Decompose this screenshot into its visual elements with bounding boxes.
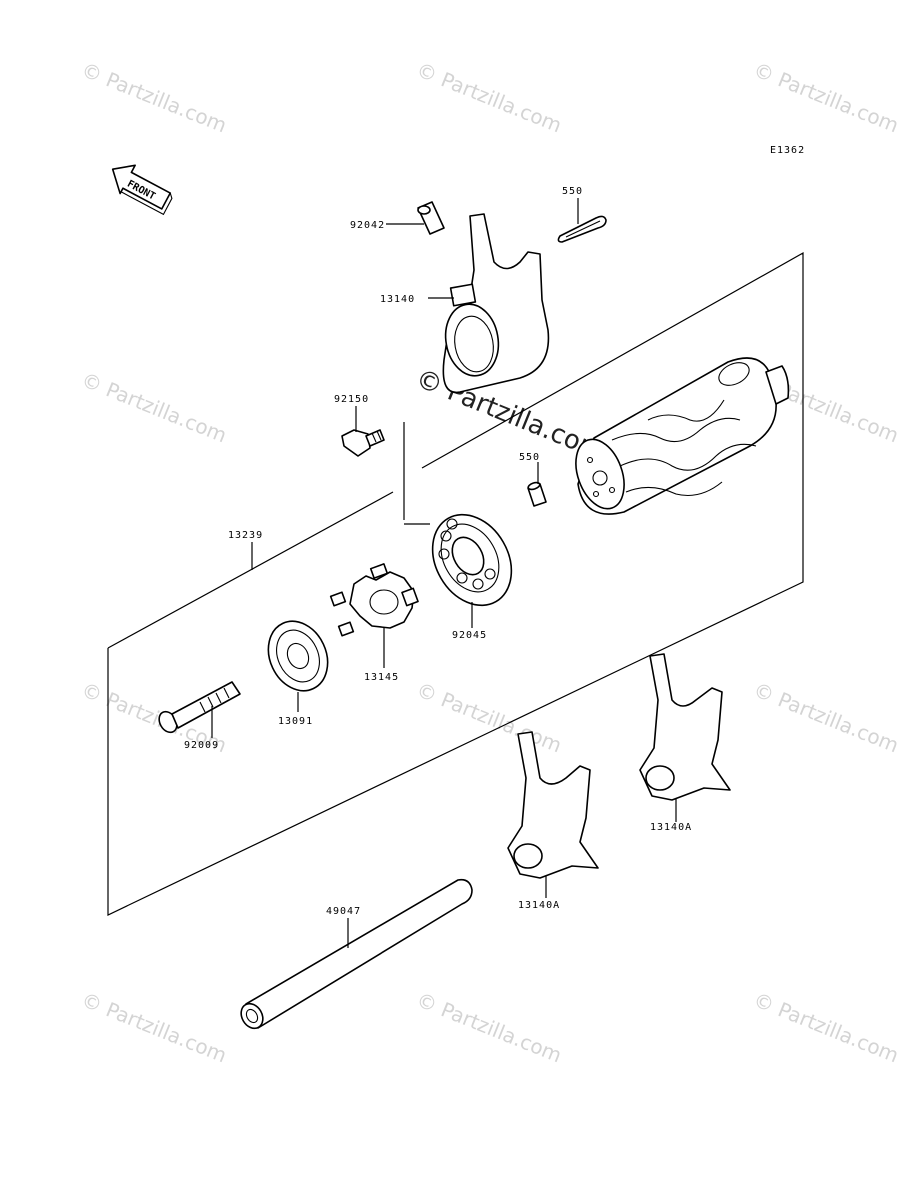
watermark-text: © Partzilla.com (750, 987, 902, 1067)
watermark-text: © Partzilla.com (78, 367, 230, 447)
callout-550-top: 550 (562, 186, 583, 197)
callout-92045: 92045 (452, 630, 487, 641)
callout-13140a-left: 13140A (518, 900, 560, 911)
callout-49047: 49047 (326, 906, 361, 917)
watermark-text: © Partzilla.com (78, 987, 230, 1067)
watermark-text: © Partzilla.com (750, 57, 902, 137)
part-49047-shaft (240, 878, 473, 1030)
callout-13239: 13239 (228, 530, 263, 541)
callout-13145: 13145 (364, 672, 399, 683)
watermark-text: © Partzilla.com (750, 677, 902, 757)
part-92042-pin (386, 201, 445, 235)
part-13140a-shift-fork-right (639, 653, 731, 822)
watermark-text: © Partzilla.com (413, 57, 565, 137)
callout-13091: 13091 (278, 716, 313, 727)
callout-13140: 13140 (380, 294, 415, 305)
part-13140a-shift-fork-left (507, 731, 599, 898)
callout-13140a-right: 13140A (650, 822, 692, 833)
part-shift-drum (575, 357, 790, 515)
callout-92009: 92009 (184, 740, 219, 751)
callout-92042: 92042 (350, 220, 385, 231)
part-550-cotter-pin (557, 198, 607, 243)
watermark-text: © Partzilla.com (413, 987, 565, 1067)
part-92009-screw (158, 681, 241, 738)
callout-92150: 92150 (334, 394, 369, 405)
part-92150-bolt (341, 406, 385, 457)
assembly-frame (107, 251, 804, 916)
part-13145-shift-cam (329, 563, 419, 668)
front-arrow-icon: FRONT (111, 164, 173, 216)
callout-550-middle: 550 (519, 452, 540, 463)
part-92045-bearing (431, 513, 513, 628)
part-13091-plate (267, 620, 329, 712)
watermark-text: © Partzilla.com (78, 57, 230, 137)
watermark-text: © Partzilla.com (413, 677, 565, 757)
diagram-code: E1362 (770, 145, 805, 156)
part-550-dowel-pin (527, 462, 547, 507)
part-13140-shift-fork (428, 213, 550, 394)
